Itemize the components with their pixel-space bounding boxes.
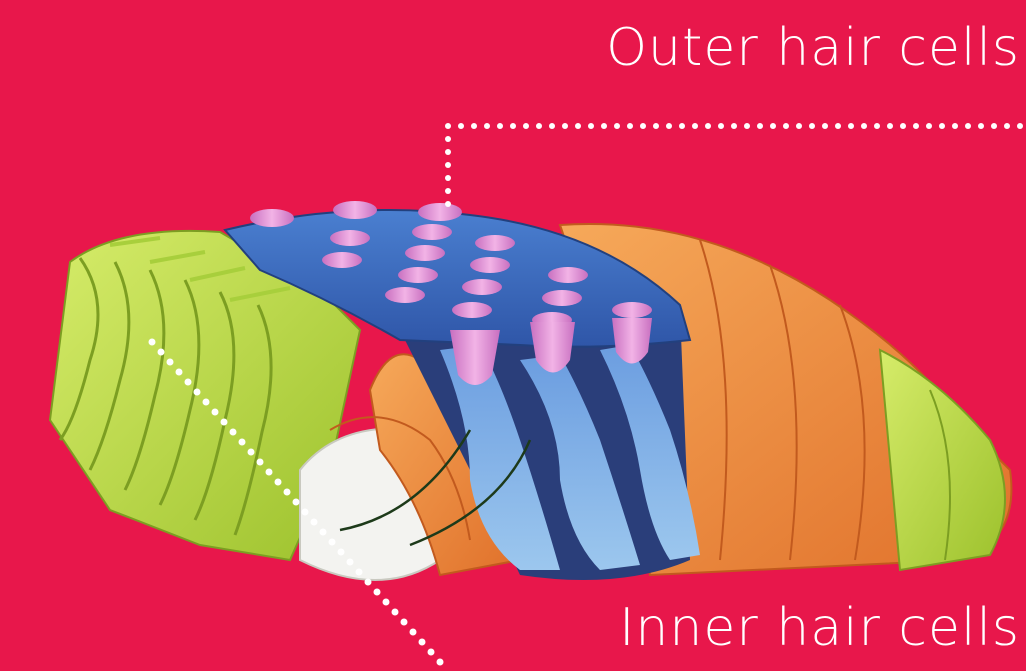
outer-hair-cells-pointer xyxy=(445,123,1023,207)
inner-hair-cells-label: Inner hair cells xyxy=(619,598,1020,658)
outer-hair-cells-label: Outer hair cells xyxy=(606,18,1020,78)
